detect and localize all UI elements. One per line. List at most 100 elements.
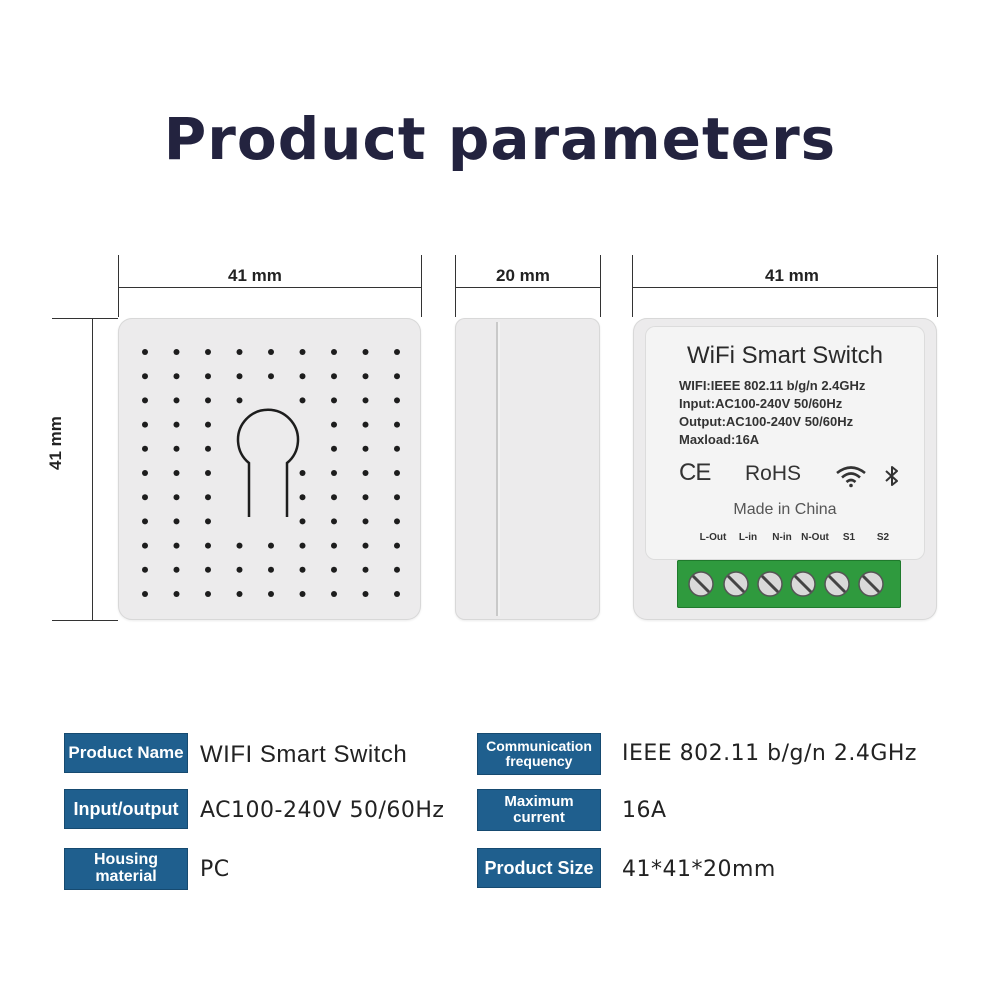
vent-hole: [173, 591, 180, 597]
vent-hole: [299, 518, 306, 525]
vent-hole: [394, 591, 400, 597]
spec-value-communication-frequency: IEEE 802.11 b/g/n 2.4GHz: [622, 741, 917, 766]
vent-hole: [173, 566, 180, 573]
vent-hole: [362, 421, 369, 428]
vent-hole: [142, 518, 148, 525]
vent-hole: [362, 566, 369, 573]
vent-hole: [205, 373, 211, 380]
vent-hole: [299, 591, 306, 597]
terminal-label: S1: [842, 532, 856, 543]
vent-hole: [394, 373, 400, 380]
rohs-mark: RoHS: [745, 462, 802, 485]
dimension-tick: [937, 255, 938, 317]
vent-hole: [268, 542, 274, 549]
vent-hole: [299, 397, 306, 404]
vent-hole: [173, 349, 180, 355]
vent-hole: [268, 349, 274, 355]
vent-hole: [394, 518, 400, 525]
spec-value-product-name: WIFI Smart Switch: [200, 741, 408, 768]
front-width-label: 41 mm: [228, 266, 282, 285]
dimension-tick: [600, 255, 601, 317]
terminal-block: [677, 560, 901, 608]
terminal-label: N-Out: [801, 532, 829, 543]
vent-hole: [142, 494, 148, 501]
vent-hole: [362, 470, 369, 476]
label-line: Input:AC100-240V 50/60Hz: [679, 396, 843, 411]
vent-hole: [173, 494, 180, 501]
spec-label-product-size: Product Size: [478, 849, 600, 887]
terminal-label: S2: [876, 532, 890, 543]
spec-label-communication-frequency: Communication frequency: [478, 734, 600, 774]
spec-label-product-name: Product Name: [65, 734, 187, 772]
vent-hole: [173, 373, 180, 380]
vent-hole: [331, 349, 337, 355]
vent-hole: [142, 445, 148, 452]
vent-hole: [268, 591, 274, 597]
vent-hole: [362, 542, 369, 549]
screw-icon: [858, 571, 884, 597]
vent-hole: [331, 470, 337, 476]
dimension-tick: [632, 255, 633, 317]
bluetooth-icon: [885, 466, 898, 486]
device-back-view: WiFi Smart Switch WIFI:IEEE 802.11 b/g/n…: [633, 318, 937, 620]
dimension-tick: [455, 255, 456, 317]
vent-hole: [299, 494, 306, 501]
vent-hole: [394, 542, 400, 549]
vent-hole: [205, 542, 211, 549]
vent-hole: [268, 566, 274, 573]
dimension-line: [118, 287, 422, 288]
vent-hole: [362, 445, 369, 452]
vent-hole: [142, 566, 148, 573]
vent-hole: [236, 373, 243, 380]
vent-hole: [142, 349, 148, 355]
terminal-screws: [688, 571, 884, 597]
vent-hole: [142, 470, 148, 476]
vent-hole: [236, 566, 243, 573]
vent-hole: [362, 518, 369, 525]
product-label: WiFi Smart Switch WIFI:IEEE 802.11 b/g/n…: [645, 326, 925, 560]
vent-hole: [236, 397, 243, 404]
dimension-line: [92, 318, 93, 621]
vent-hole: [331, 397, 337, 404]
screw-icon: [824, 571, 850, 597]
label-line: Maxload:16A: [679, 432, 760, 447]
terminal-label: L-Out: [699, 532, 727, 543]
spec-value-input-output: AC100-240V 50/60Hz: [200, 798, 445, 823]
device-side-view: [455, 318, 600, 620]
front-vent-pattern: [142, 349, 400, 597]
vent-hole: [299, 470, 306, 476]
vent-hole: [331, 445, 337, 452]
vent-hole: [331, 518, 337, 525]
vent-hole: [394, 445, 400, 452]
vent-hole: [299, 373, 306, 380]
vent-hole: [142, 542, 148, 549]
vent-hole: [331, 566, 337, 573]
vent-hole: [299, 566, 306, 573]
label-heading: WiFi Smart Switch: [686, 342, 883, 369]
vent-hole: [142, 397, 148, 404]
vent-hole: [268, 373, 274, 380]
vent-hole: [362, 397, 369, 404]
made-in-label: Made in China: [733, 501, 837, 518]
vent-hole: [173, 445, 180, 452]
vent-hole: [142, 373, 148, 380]
vent-hole: [205, 445, 211, 452]
vent-hole: [331, 542, 337, 549]
vent-hole: [362, 494, 369, 501]
vent-hole: [331, 421, 337, 428]
vent-hole: [362, 591, 369, 597]
vent-hole: [173, 397, 180, 404]
vent-hole: [362, 373, 369, 380]
vent-hole: [394, 566, 400, 573]
vent-hole: [362, 349, 369, 355]
vent-hole: [331, 494, 337, 501]
vent-hole: [205, 397, 211, 404]
vent-hole: [299, 349, 306, 355]
vent-hole: [331, 373, 337, 380]
vent-hole: [173, 542, 180, 549]
vent-hole: [205, 470, 211, 476]
vent-hole: [236, 542, 243, 549]
vent-hole: [173, 421, 180, 428]
label-line: Output:AC100-240V 50/60Hz: [679, 414, 854, 429]
reset-button-outline[interactable]: [236, 408, 300, 517]
